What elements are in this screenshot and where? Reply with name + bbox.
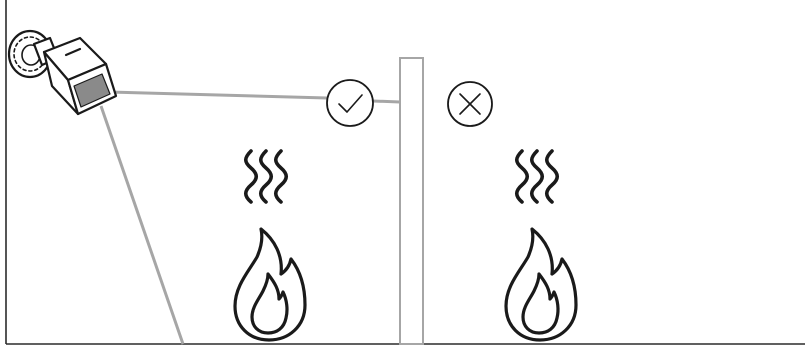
check-circle-outline	[326, 79, 374, 127]
flame-icon	[504, 227, 578, 342]
heat-wave-line	[243, 149, 259, 204]
check-mark	[338, 94, 363, 113]
heat-wave-line	[273, 149, 289, 204]
heat-wave-line	[544, 149, 560, 204]
flame-inner	[521, 272, 560, 335]
flame-icon	[233, 227, 307, 342]
flame-inner	[250, 272, 289, 335]
heat-wave-line	[529, 149, 545, 204]
sight-line-horizontal-b	[372, 99, 401, 104]
heat-waves-icon	[514, 149, 560, 204]
check-circle-icon	[326, 79, 374, 127]
camera-top-slot	[64, 47, 82, 57]
cross-circle-icon	[447, 81, 493, 127]
thermal-camera-icon	[7, 29, 118, 116]
camera-lens-window	[73, 73, 111, 108]
heat-waves-icon	[243, 149, 289, 204]
sight-line-downward	[99, 105, 185, 345]
sight-line-horizontal-a	[107, 90, 328, 100]
heat-wave-line	[258, 149, 274, 204]
heat-wave-line	[514, 149, 530, 204]
cross-mark-b	[459, 93, 481, 115]
obstacle-wall	[399, 57, 424, 345]
